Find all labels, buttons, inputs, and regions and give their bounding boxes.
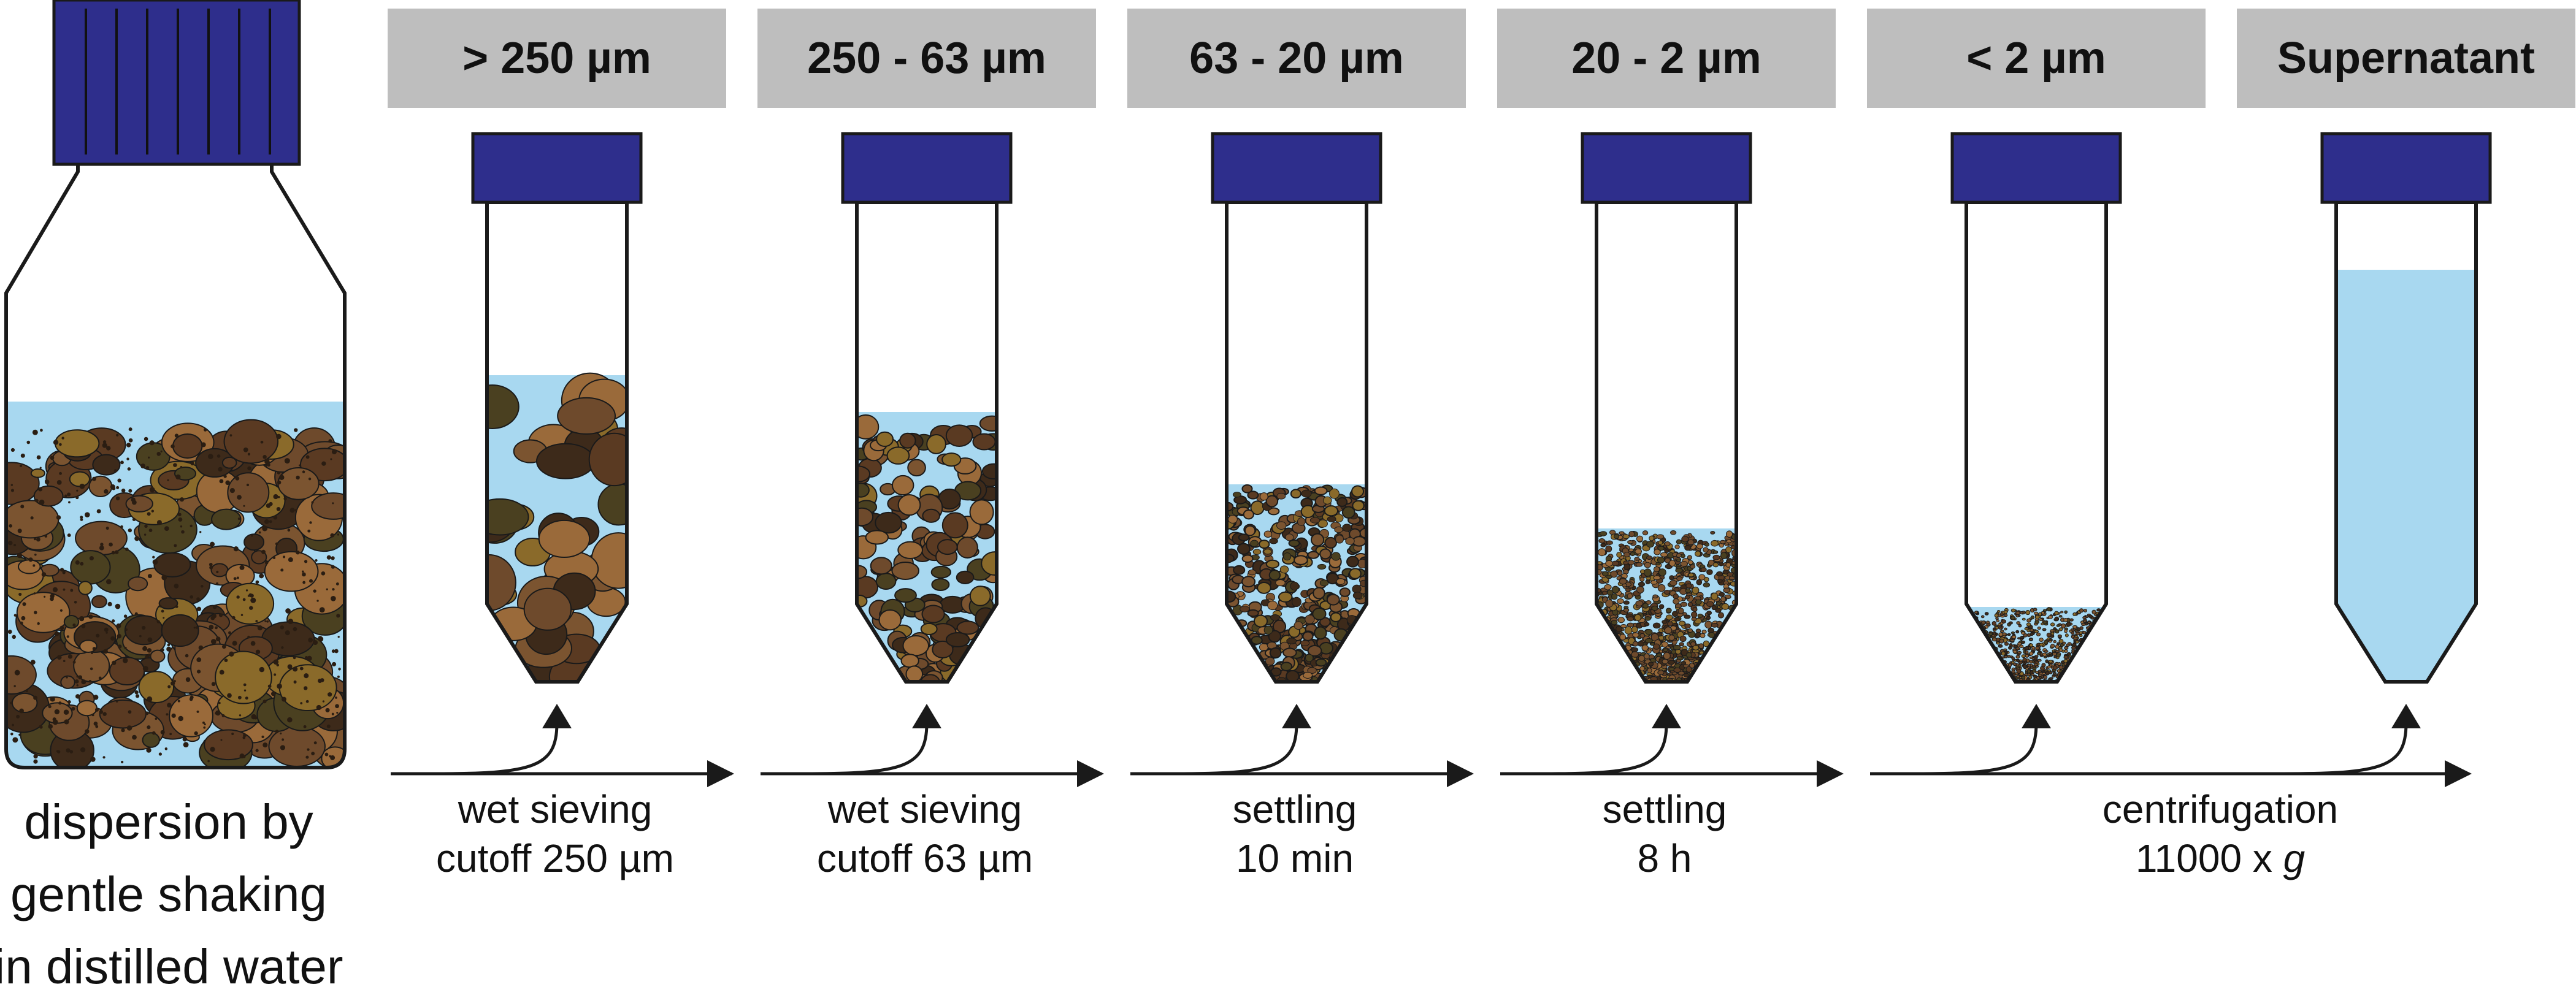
bottle-sediment <box>6 419 345 768</box>
branch-arrow-head <box>1652 704 1681 728</box>
step-label-2: wet sieving cutoff 63 µm <box>753 785 1097 883</box>
branch-arrow-curve <box>803 723 929 776</box>
fraction-header-6: Supernatant <box>2237 9 2575 108</box>
process-arrows <box>391 704 2472 787</box>
step-parameter-italic: g <box>2283 836 2306 880</box>
fraction-header-3: 63 - 20 µm <box>1127 9 1466 108</box>
step-label-4: settling 8 h <box>1493 785 1836 883</box>
fraction-header-label: 250 - 63 µm <box>807 34 1046 83</box>
branch-arrow-curve <box>2283 723 2408 776</box>
process-arrow-head <box>1077 760 1104 787</box>
step-method: settling <box>1602 787 1727 831</box>
tube-icon <box>1950 132 2122 684</box>
tube-icon <box>1581 132 1752 684</box>
step-parameter: 8 h <box>1637 836 1692 880</box>
branch-arrow-curve <box>1173 723 1298 776</box>
step-parameter: 11000 x g <box>1865 834 2576 883</box>
tube-cap <box>841 132 1013 204</box>
fraction-header-5: < 2 µm <box>1867 9 2206 108</box>
step-label-5: centrifugation 11000 x g <box>1865 785 2576 883</box>
branch-arrow-head <box>1282 704 1311 728</box>
tube-icon <box>841 132 1013 684</box>
fraction-header-label: Supernatant <box>2277 34 2536 83</box>
tube-cap <box>1211 132 1382 204</box>
tube-cap <box>471 132 643 204</box>
step-parameter: 10 min <box>1235 836 1354 880</box>
tube-icon <box>1211 132 1382 684</box>
branch-arrow-icon <box>434 704 572 776</box>
branch-arrow-head <box>2391 704 2421 728</box>
diagram-canvas <box>4 0 2492 787</box>
caption-line: dispersion by <box>24 795 313 849</box>
step-parameter: cutoff 250 µm <box>436 836 674 880</box>
fraction-header-4: 20 - 2 µm <box>1497 9 1836 108</box>
step-method: wet sieving <box>458 787 653 831</box>
branch-arrow-icon <box>803 704 941 776</box>
fraction-header-label: > 250 µm <box>462 34 651 83</box>
fraction-header-label: 63 - 20 µm <box>1189 34 1404 83</box>
process-arrow-head <box>1817 760 1844 787</box>
step-method: settling <box>1232 787 1357 831</box>
bottle-outline <box>4 148 347 769</box>
fraction-header-1: > 250 µm <box>388 9 726 108</box>
process-arrow-head <box>707 760 734 787</box>
tube-water <box>2336 270 2476 682</box>
fraction-header-2: 250 - 63 µm <box>757 9 1096 108</box>
bottle-icon <box>4 0 347 769</box>
branch-arrow-icon <box>1173 704 1311 776</box>
tubes <box>471 132 2492 684</box>
tube-icon <box>471 132 643 684</box>
tube-sediment <box>857 414 997 682</box>
tube-cap <box>2320 132 2492 204</box>
step-method: wet sieving <box>827 787 1022 831</box>
branch-arrow-icon <box>1913 704 2051 776</box>
branch-arrow-curve <box>1913 723 2038 776</box>
branch-arrow-icon <box>1543 704 1681 776</box>
branch-arrow-curve <box>434 723 559 776</box>
bottle-cap-grooves <box>85 9 271 154</box>
fraction-header-label: < 2 µm <box>1966 34 2106 83</box>
step-method: centrifugation <box>2102 787 2339 831</box>
branch-arrow-head <box>2022 704 2051 728</box>
process-arrow-head <box>1447 760 1474 787</box>
tube-cap <box>1581 132 1752 204</box>
caption-line: gentle shaking <box>10 867 327 921</box>
bottle-caption: dispersion by gentle shaking in distille… <box>0 786 362 1003</box>
step-parameter-text: 11000 x <box>2135 836 2283 880</box>
branch-arrow-curve <box>1543 723 1668 776</box>
process-arrow-head <box>2445 760 2472 787</box>
tube-cap <box>1950 132 2122 204</box>
caption-line: in distilled water <box>0 939 343 994</box>
step-parameter: cutoff 63 µm <box>816 836 1033 880</box>
branch-arrow-icon <box>2283 704 2421 776</box>
step-label-3: settling 10 min <box>1123 785 1466 883</box>
tube-icon <box>2320 132 2492 684</box>
step-label-1: wet sieving cutoff 250 µm <box>383 785 727 883</box>
fraction-header-label: 20 - 2 µm <box>1571 34 1761 83</box>
branch-arrow-head <box>912 704 941 728</box>
branch-arrow-head <box>542 704 572 728</box>
